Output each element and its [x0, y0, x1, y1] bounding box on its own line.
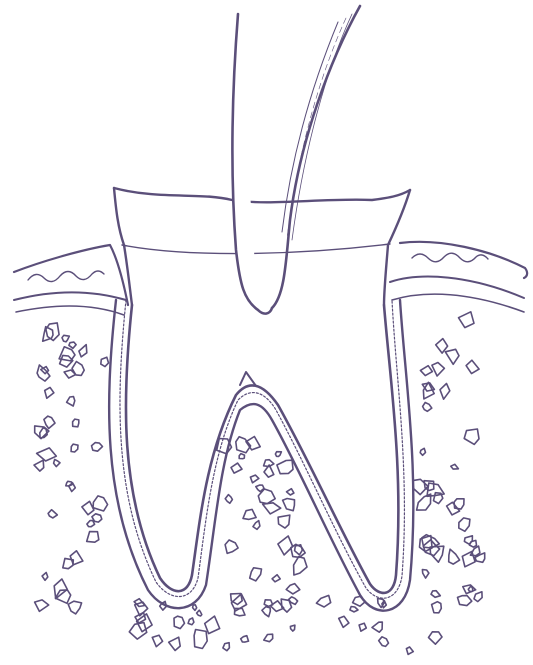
bone-fragment — [445, 349, 459, 364]
bone-fragment — [283, 499, 295, 511]
bone-fragment — [253, 521, 260, 530]
bone-fragment — [93, 496, 108, 511]
bone-fragment — [235, 608, 246, 615]
bone-fragment — [35, 600, 49, 612]
bone-fragment — [48, 510, 57, 518]
bone-fragment — [449, 549, 460, 564]
bone-fragment — [250, 568, 262, 581]
bone-fragment — [45, 387, 54, 398]
bone-fragment — [431, 591, 440, 598]
bone-fragment — [152, 635, 162, 647]
bone-fragment — [462, 551, 475, 566]
bone-fragment — [350, 607, 358, 612]
tooth — [114, 188, 410, 593]
bone-fragment — [451, 464, 459, 469]
bone-fragment — [278, 536, 293, 555]
bone-fragment — [225, 540, 238, 553]
bone-fragment — [223, 643, 230, 651]
bone-fragment — [420, 366, 432, 376]
bone-fragment — [459, 312, 475, 328]
bone-fragment — [286, 584, 300, 594]
bone-fragment — [290, 625, 295, 631]
bone-fragment — [205, 616, 220, 634]
bone-fragment — [188, 618, 194, 625]
elevator-instrument — [232, 6, 360, 314]
bone-fragment — [231, 463, 242, 473]
bone-fragment — [37, 448, 57, 461]
bone-fragment — [87, 521, 95, 527]
bone-fragment — [169, 637, 181, 650]
bone-fragment — [73, 419, 79, 427]
bone-fragment — [68, 601, 81, 614]
bone-fragment — [474, 592, 482, 602]
bone-fragment — [264, 634, 273, 642]
bone-fragment — [239, 454, 244, 459]
bone-fragment — [79, 345, 87, 357]
bone-fragment — [277, 460, 293, 474]
bone-fragment — [432, 602, 442, 613]
bone-fragment — [241, 636, 249, 642]
bone-fragment — [464, 429, 479, 444]
bone-fragment — [243, 509, 256, 519]
bone-fragment — [459, 518, 470, 531]
bone-fragment — [43, 327, 53, 342]
bone-fragment — [379, 637, 389, 647]
bone-fragment — [34, 460, 44, 471]
bone-fragment — [82, 501, 94, 515]
bone-fragment — [287, 489, 294, 495]
bone-fragment — [250, 475, 258, 483]
bone-fragment — [339, 616, 349, 627]
bone-fragment — [225, 495, 232, 504]
bone-fragment — [316, 595, 330, 607]
bone-fragment — [262, 607, 270, 617]
bone-fragment — [275, 452, 281, 457]
bone-fragment — [193, 605, 197, 611]
bone-fragment — [466, 360, 479, 373]
bone-fragment — [69, 342, 76, 348]
bone-fragment — [422, 570, 429, 579]
bone-fragment — [67, 397, 75, 406]
bone-fragment — [70, 551, 83, 565]
furcation-line — [240, 372, 256, 386]
bone-fragment — [420, 448, 425, 455]
tooth-root-outline — [126, 305, 399, 593]
bone-fragment — [174, 616, 185, 628]
crown-top — [114, 188, 410, 202]
bone-fragment — [464, 536, 472, 544]
bone-fragment — [440, 384, 450, 400]
bone-fragment — [281, 599, 291, 612]
bone-fragment — [458, 596, 472, 606]
bone-fragment — [432, 363, 445, 377]
crown-right — [384, 190, 410, 305]
bone-fragment — [71, 444, 78, 452]
bone-fragment — [62, 335, 69, 342]
bone-fragment — [372, 622, 382, 632]
bone-fragment — [197, 610, 202, 616]
bone-fragment — [42, 573, 48, 581]
bone-fragment — [263, 503, 281, 514]
gingiva-right — [390, 242, 527, 312]
alveolar-bone — [34, 312, 485, 655]
bone-fragment — [101, 357, 109, 366]
bone-fragment — [447, 502, 460, 515]
cemento-enamel-junction — [122, 244, 390, 254]
bone-fragment — [423, 403, 432, 412]
bone-fragment — [66, 481, 72, 486]
bone-fragment — [454, 499, 464, 509]
bone-fragment — [272, 575, 280, 582]
bone-fragment — [44, 416, 55, 428]
bone-fragment — [429, 632, 443, 644]
bone-fragment — [294, 557, 307, 575]
bone-fragment — [475, 553, 485, 562]
bone-fragment — [359, 623, 366, 631]
bone-fragment — [194, 630, 207, 649]
bone-fragment — [406, 647, 413, 654]
bone-fragment — [87, 532, 99, 543]
bone-fragment — [264, 600, 273, 607]
bone-fragment — [92, 443, 103, 452]
bone-fragment — [54, 459, 60, 466]
gingiva-left — [14, 245, 128, 315]
bone-fragment — [278, 515, 290, 528]
